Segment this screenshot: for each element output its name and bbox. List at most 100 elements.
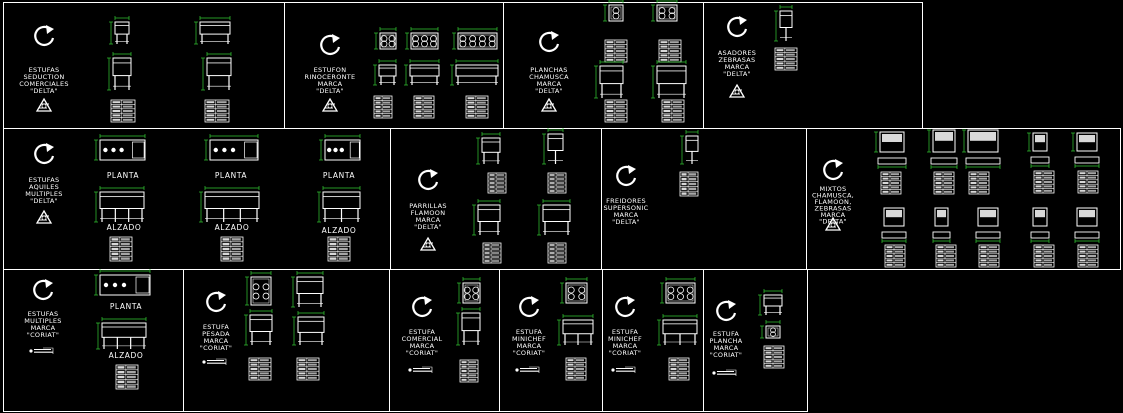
coriat-logo-icon bbox=[515, 366, 540, 373]
panel-title-line: PARRILLAS bbox=[409, 202, 447, 210]
panel-title-line: ESTUFON bbox=[314, 66, 347, 74]
spec-table bbox=[978, 244, 1000, 268]
appliance-elevation bbox=[557, 314, 594, 346]
view-label: ALZADO bbox=[215, 223, 250, 232]
refresh-arrow-icon bbox=[519, 296, 540, 318]
panel-title-line: MARCA bbox=[613, 342, 638, 350]
panel-frames bbox=[3, 2, 1121, 412]
refresh-arrow-icon bbox=[412, 296, 433, 318]
panel-title-line: COMERCIAL bbox=[402, 335, 443, 343]
appliance-elevation bbox=[758, 289, 783, 316]
panel-title-line: "DELTA" bbox=[535, 87, 563, 95]
spec-table bbox=[668, 357, 690, 381]
appliance-elevation bbox=[199, 186, 260, 223]
spec-table bbox=[204, 99, 230, 123]
panel-title-line: ESTUFA bbox=[203, 323, 230, 331]
panel-frame bbox=[3, 269, 184, 412]
appliance-plan bbox=[374, 27, 397, 50]
spec-table bbox=[661, 99, 685, 123]
panel-title-line: "CORIAT" bbox=[406, 349, 438, 357]
appliance-elevation bbox=[109, 16, 130, 45]
spec-table bbox=[679, 171, 699, 197]
panel-title-line: MARCA bbox=[725, 63, 750, 71]
appliance-elevation bbox=[292, 311, 325, 346]
panel-title-line: "DELTA" bbox=[30, 87, 58, 95]
appliance-elevation bbox=[201, 52, 232, 91]
view-label: PLANTA bbox=[107, 171, 140, 180]
appliance-elevation bbox=[244, 309, 273, 346]
coriat-logo-icon bbox=[408, 366, 433, 373]
panel-title-line: MARCA bbox=[416, 216, 441, 224]
spec-table bbox=[547, 172, 567, 194]
panel-title-line: "CORIAT" bbox=[609, 349, 641, 357]
delta-triangle-logo-icon bbox=[35, 209, 53, 224]
appliance-elevation bbox=[450, 59, 499, 86]
appliance-plan bbox=[457, 277, 481, 304]
appliance-elevation bbox=[774, 5, 793, 42]
view-label: ALZADO bbox=[107, 223, 142, 232]
panel-title-line: ESTUFA bbox=[612, 328, 639, 336]
panel-title-line: ESTUFA bbox=[516, 328, 543, 336]
view-label: PLANTA bbox=[323, 171, 356, 180]
delta-triangle-logo-icon bbox=[824, 216, 842, 231]
delta-triangle-logo-icon bbox=[321, 97, 339, 112]
panel-title-line: FLAMOON bbox=[411, 209, 446, 217]
spec-table bbox=[565, 357, 587, 381]
panel-title-line: MARCA bbox=[318, 80, 343, 88]
refresh-arrow-icon bbox=[615, 296, 636, 318]
spec-table bbox=[1077, 244, 1099, 268]
appliance-elevation bbox=[317, 186, 361, 223]
panel-title-line: "CORIAT" bbox=[710, 351, 742, 359]
panel-title-line: MINICHEF bbox=[608, 335, 642, 343]
coriat-logo-icon bbox=[29, 347, 54, 354]
panel-title-line: SEDUCTION bbox=[23, 73, 64, 81]
appliance-plan bbox=[651, 0, 678, 22]
counter-plan bbox=[94, 269, 151, 296]
appliance-elevation bbox=[373, 59, 397, 86]
panel-title-line: "DELTA" bbox=[723, 70, 751, 78]
refresh-arrow-icon bbox=[823, 159, 844, 181]
counter-plan bbox=[94, 134, 146, 161]
spec-table bbox=[604, 99, 628, 123]
view-label: PLANTA bbox=[110, 302, 143, 311]
spec-table bbox=[413, 95, 435, 119]
appliance-plan bbox=[760, 320, 781, 339]
refresh-arrow-icon bbox=[34, 25, 55, 47]
panel-title-line: ESTUFAS bbox=[29, 66, 60, 74]
panel-title-line: MARCA bbox=[204, 337, 229, 345]
panel-title-line: "DELTA" bbox=[819, 218, 847, 226]
view-label: ALZADO bbox=[322, 226, 357, 235]
appliance-elevation bbox=[657, 314, 698, 346]
spec-table bbox=[487, 172, 507, 194]
panel-title-line: AQUILES bbox=[29, 183, 59, 191]
spec-table bbox=[935, 244, 957, 268]
counter-plan bbox=[204, 134, 259, 161]
refresh-arrow-icon bbox=[727, 16, 748, 38]
delta-triangle-logo-icon bbox=[540, 97, 558, 112]
panel-title-line: ASADORES bbox=[718, 49, 756, 57]
spec-table bbox=[658, 39, 682, 63]
spec-table bbox=[327, 236, 351, 262]
appliance-plan bbox=[245, 271, 272, 306]
panel-title-line: MARCA bbox=[517, 342, 542, 350]
panel-title-line: MARCA bbox=[821, 211, 846, 219]
panel-title-line: CHAMUSCA bbox=[529, 73, 569, 81]
coriat-logo-icon bbox=[712, 369, 737, 376]
panel-title-line: FREIDORES bbox=[606, 197, 646, 205]
panel-title-line: "CORIAT" bbox=[27, 331, 59, 339]
panel-title-line: ESTUFA bbox=[409, 328, 436, 336]
panel-title-line: PLANCHAS bbox=[530, 66, 567, 74]
spec-table bbox=[220, 236, 244, 262]
